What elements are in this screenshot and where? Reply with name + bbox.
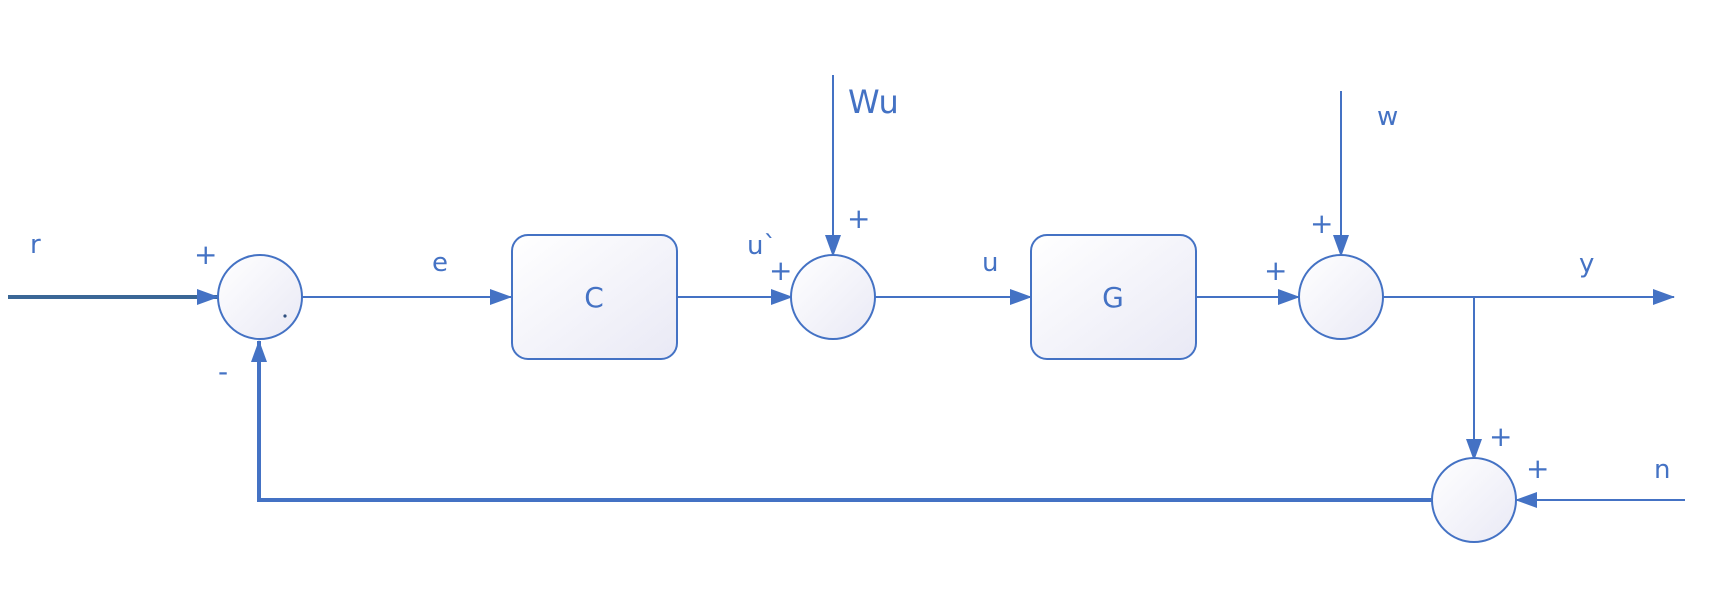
signal-label-y: y xyxy=(1579,249,1594,279)
sign-sum2-top: + xyxy=(847,202,870,235)
signal-label-n: n xyxy=(1654,455,1670,485)
feedback-line xyxy=(251,340,1433,502)
signal-label-r: r xyxy=(30,230,41,260)
summing-junction-dot xyxy=(283,314,287,318)
summing-junction-2 xyxy=(790,254,876,340)
sign-sum1-top: + xyxy=(194,238,217,271)
sign-sum4-top: + xyxy=(1489,420,1512,453)
connections xyxy=(8,75,1685,508)
sign-sum4-right: + xyxy=(1526,452,1549,485)
plant-label: G xyxy=(1102,281,1124,314)
controller-label: C xyxy=(584,281,604,314)
summing-junction-3 xyxy=(1298,254,1384,340)
sign-sum2-left: + xyxy=(769,254,792,287)
sign-sum3-top: + xyxy=(1310,207,1333,240)
signal-label-u-prime: u` xyxy=(747,231,776,261)
signal-label-w: w xyxy=(1377,102,1398,132)
signal-label-wu: Wu xyxy=(848,83,899,121)
controller-block xyxy=(511,234,678,360)
sign-sum1-bottom: - xyxy=(218,355,228,388)
signal-label-e: e xyxy=(432,248,448,278)
summing-junction-1 xyxy=(217,254,303,340)
plant-block xyxy=(1030,234,1197,360)
sign-sum3-left: + xyxy=(1264,254,1287,287)
summing-junction-4 xyxy=(1431,457,1517,543)
signal-label-u: u xyxy=(982,248,998,278)
